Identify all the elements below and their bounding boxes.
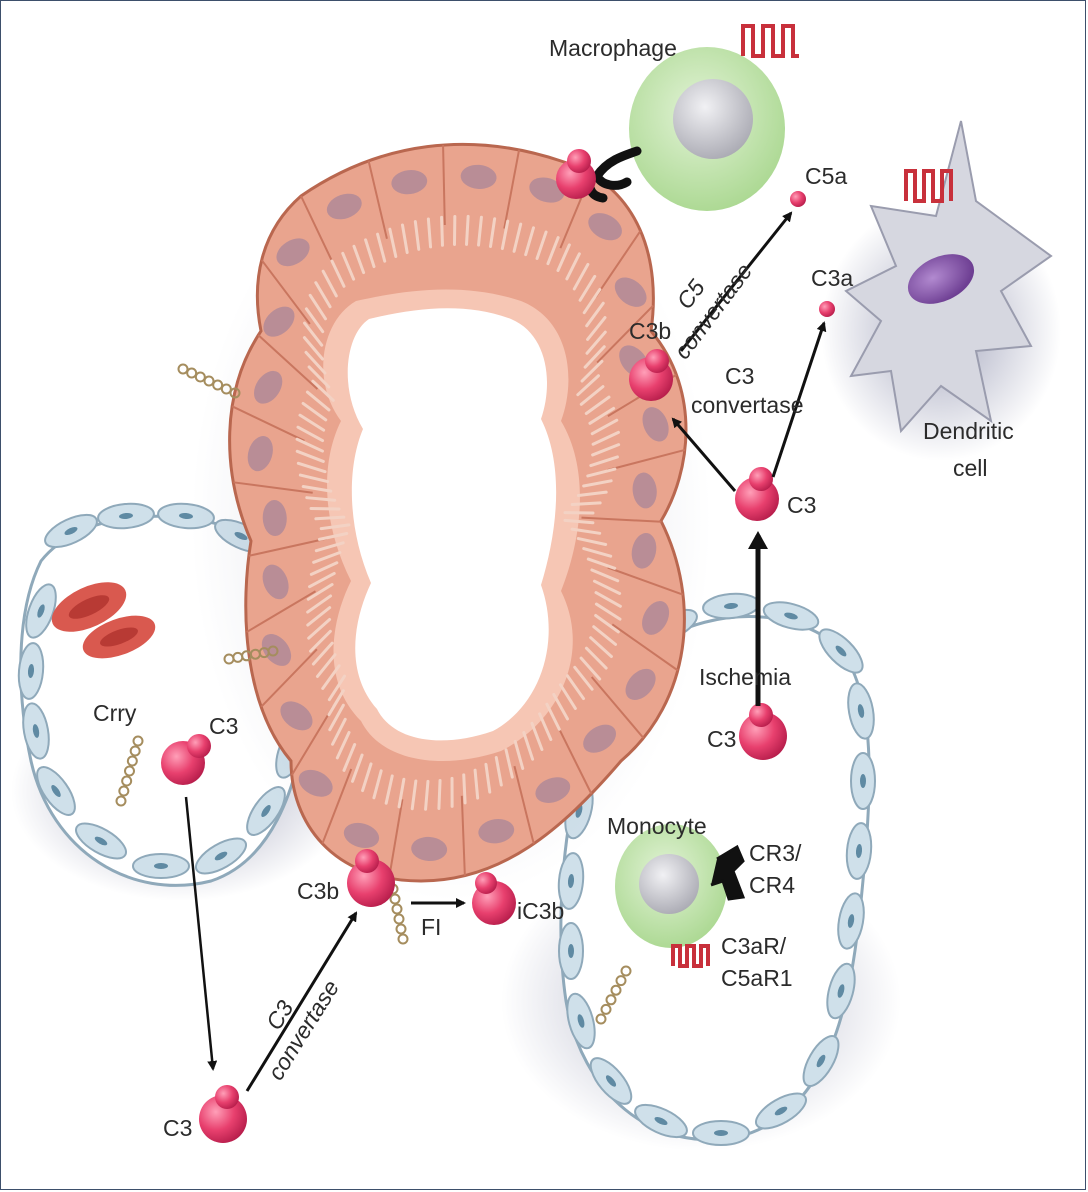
bead [179,365,188,374]
c3-right-label: C3 [787,492,816,518]
svg-text:convertase: convertase [669,258,757,364]
microvillus [316,517,344,519]
microvillus [311,508,339,509]
c5a-label: C5a [805,163,847,189]
c3-left-label: C3 [209,713,238,739]
c3-convertase-top-line2: convertase [691,392,804,418]
dendritic-label-line2: cell [953,455,988,481]
dendritic-cell [821,121,1061,461]
c3ar-label-line1: C3aR/ [721,933,787,959]
arrow-c3-to-c3b [247,913,356,1091]
complement-c3b-top [556,149,596,199]
endothelial-nucleus [154,863,168,869]
bead [196,373,205,382]
c3b-top-label: C3b [629,318,671,344]
complement-c3a [819,301,835,317]
tubule-epithelium [191,141,711,901]
bead [397,925,406,934]
bead [393,905,402,914]
gpcr-receptor-icon [743,26,799,56]
complement-c5a [790,191,806,207]
c3-convertase-top-line1: C3 [725,363,754,389]
microvillus [572,503,600,505]
crry-label: Crry [93,700,137,726]
c3-bottom-label: C3 [163,1115,192,1141]
dendritic-label-line1: Dendritic [923,418,1014,444]
complement-c3-bottom [199,1085,247,1143]
c3b-bottom-label: C3b [297,878,339,904]
bead [187,369,196,378]
microvillus [464,775,465,803]
ischemia-label: Ischemia [699,664,791,690]
fi-label: FI [421,914,441,940]
c3ar-label-line2: C5aR1 [721,965,793,991]
endothelial-nucleus [568,944,574,958]
macrophage-label: Macrophage [549,35,677,61]
c3a-label: C3a [811,265,853,291]
endothelial-nucleus [860,774,866,788]
c3-convertase-bottom-label: C3 convertase [239,961,344,1085]
endothelial-nucleus [714,1130,728,1136]
bead [399,935,408,944]
cr3-label-line2: CR4 [749,872,795,898]
cr3-label-line1: CR3/ [749,840,802,866]
monocyte-label: Monocyte [607,813,707,839]
microvillus [442,217,443,245]
microvillus [439,780,440,808]
ic3b-label: iC3b [517,898,564,924]
c3-ischemia-label: C3 [707,726,736,752]
microvillus [467,216,469,244]
bead [395,915,404,924]
bead [391,895,400,904]
